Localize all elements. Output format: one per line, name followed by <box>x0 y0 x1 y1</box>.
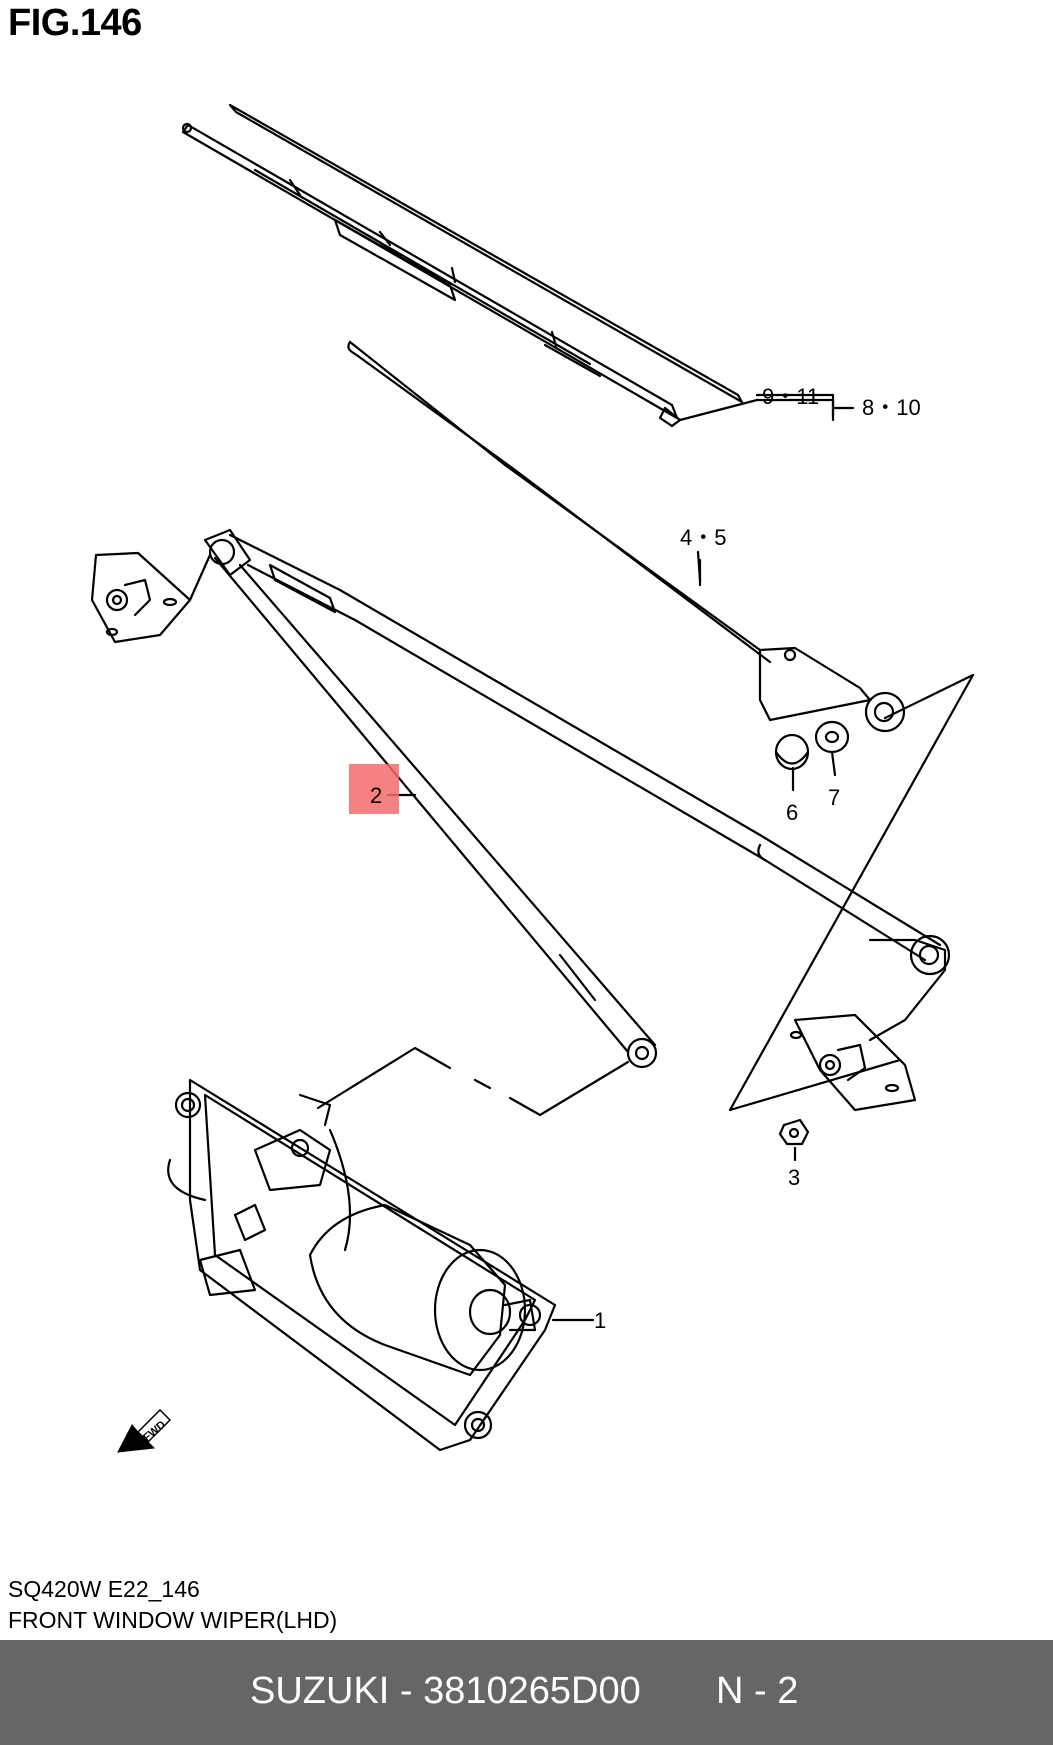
wiper-arm <box>347 340 906 733</box>
assembly-outline <box>728 673 975 1112</box>
callout-9-11: 9・11 <box>762 384 819 409</box>
wiper-diagram: 1 2 3 4・5 6 7 8・10 9・11 FWD <box>90 103 975 1453</box>
wiper-blade <box>181 103 744 428</box>
callout-8-10: 8・10 <box>862 395 921 420</box>
callout-3: 3 <box>788 1165 800 1190</box>
footer-bar: SUZUKI - 3810265D00 N - 2 <box>0 1640 1053 1745</box>
page-indicator: N - 2 <box>716 1670 799 1712</box>
callout-7: 7 <box>828 785 840 810</box>
callout-2: 2 <box>370 783 382 808</box>
callout-1: 1 <box>594 1308 606 1333</box>
callout-4-5: 4・5 <box>680 525 726 550</box>
motor-connector <box>316 1046 630 1117</box>
assembly-outline-lower <box>883 673 975 720</box>
model-code: SQ420W E22_146 <box>8 1576 200 1602</box>
figure-title: FIG.146 <box>8 2 142 44</box>
wiper-motor <box>167 1078 557 1452</box>
callout-2-highlight <box>349 764 399 814</box>
leader-lines <box>386 393 855 1322</box>
part-number: SUZUKI - 3810265D00 <box>250 1670 641 1712</box>
callout-6: 6 <box>786 800 798 825</box>
linkage-rods <box>90 528 951 1112</box>
fwd-arrow-icon: FWD <box>117 1408 172 1453</box>
section-name: FRONT WINDOW WIPER(LHD) <box>8 1607 338 1633</box>
